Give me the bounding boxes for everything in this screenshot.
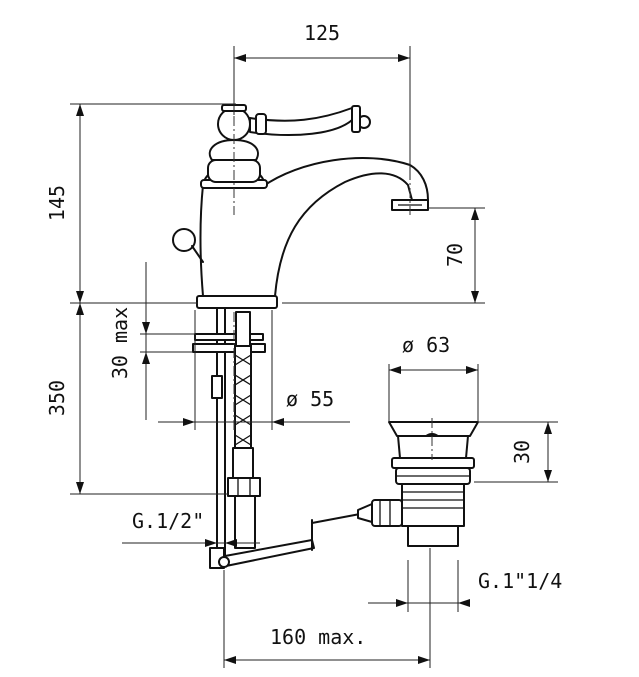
dim-waste-thread: G.1"1/4 (478, 569, 562, 593)
dim-below-deck-length: 350 (45, 380, 69, 416)
dim-waste-diameter: ø 63 (402, 333, 450, 357)
dim-body-height: 145 (45, 185, 69, 221)
dimension-labels: 125 145 350 70 30 max ø 55 ø 63 30 G.1/2… (45, 21, 562, 649)
dim-deck-thickness: 30 max (108, 307, 132, 379)
popup-waste (357, 421, 479, 547)
dim-spout-height: 70 (443, 243, 467, 267)
dimension-lines (70, 46, 558, 668)
below-deck-assembly (192, 307, 361, 569)
faucet-body (172, 104, 429, 309)
dim-lever-reach: 160 max. (270, 625, 366, 649)
dim-spout-reach: 125 (304, 21, 340, 45)
dim-inlet-thread: G.1/2" (132, 509, 204, 533)
dim-hole-diameter: ø 55 (286, 387, 334, 411)
dim-waste-height: 30 (510, 440, 534, 464)
